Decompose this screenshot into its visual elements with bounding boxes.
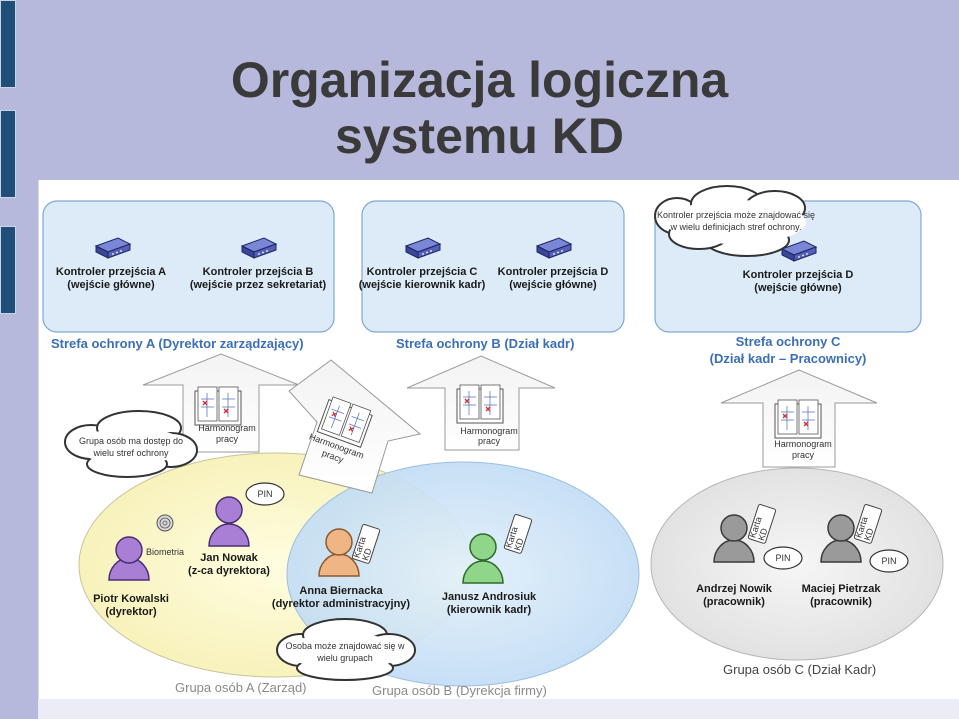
controller-b-desc: (wejście przez sekretariat) <box>190 279 327 291</box>
person-biernacka-icon <box>318 528 360 577</box>
slide-title: Organizacja logiczna systemu KD <box>0 52 959 164</box>
card-label-line2: KD <box>512 536 526 551</box>
controller-c-desc: (wejście kierownik kadr) <box>359 279 486 291</box>
schedule-icon-a <box>194 386 242 426</box>
person-androsiuk-name: Janusz Androsiuk <box>442 591 537 603</box>
slide-title-line2: systemu KD <box>335 108 624 164</box>
controller-b-name: Kontroler przejścia B <box>203 266 314 278</box>
group-b-label: Grupa osób B (Dyrekcja firmy) <box>372 683 547 698</box>
person-pietrzak-icon <box>820 514 862 563</box>
note-group-line1: Grupa osób ma dostęp do <box>79 436 183 446</box>
person-nowak-name: Jan Nowak <box>200 552 258 564</box>
fingerprint-icon <box>156 514 174 532</box>
person-androsiuk-role: (kierownik kadr) <box>447 604 532 616</box>
note-cloud-controller: Kontroler przejścia może znajdować się w… <box>654 185 815 257</box>
group-a-label: Grupa osób A (Zarząd) <box>175 680 307 695</box>
group-c-label: Grupa osób C (Dział Kadr) <box>723 662 876 677</box>
pin-badge-pietrzak: PIN <box>869 549 909 573</box>
pin-badge-nowik: PIN <box>763 546 803 570</box>
side-decoration-bar <box>0 110 16 198</box>
card-biernacka: Karta KD <box>351 523 381 565</box>
schedule-b-line1: Harmonogram <box>460 426 518 436</box>
person-biernacka-name: Anna Biernacka <box>299 585 383 597</box>
slide-title-line1: Organizacja logiczna <box>230 52 729 108</box>
zone-a-box <box>42 200 335 333</box>
person-pietrzak-role: (pracownik) <box>810 596 872 608</box>
pin-label: PIN <box>775 553 790 563</box>
person-pietrzak-name: Maciej Pietrzak <box>802 583 882 595</box>
person-nowik-name: Andrzej Nowik <box>696 583 773 595</box>
controller-d2-name: Kontroler przejścia D <box>743 269 854 281</box>
person-androsiuk-icon <box>462 533 504 584</box>
diagram-canvas: Kontroler przejścia A (wejście główne) K… <box>38 180 959 699</box>
controller-d-desc: (wejście główne) <box>509 279 597 291</box>
schedule-c-line2: pracy <box>792 450 815 460</box>
zone-b-label: Strefa ochrony B (Dział kadr) <box>396 336 574 351</box>
pin-label: PIN <box>881 556 896 566</box>
controller-a-desc: (wejście główne) <box>67 279 155 291</box>
pin-label: PIN <box>257 489 272 499</box>
note-controller-line2: w wielu definicjach stref ochrony. <box>670 222 802 232</box>
controller-d2-desc: (wejście główne) <box>754 282 842 294</box>
side-decoration-bar <box>0 0 16 88</box>
side-decoration-bar <box>0 226 16 314</box>
diagram-svg: Kontroler przejścia A (wejście główne) K… <box>42 185 944 698</box>
note-group-line2: wielu stref ochrony <box>92 448 169 458</box>
person-nowak-icon <box>208 496 250 547</box>
zone-a-label: Strefa ochrony A (Dyrektor zarządzający) <box>51 336 304 351</box>
card-label-line2: KD <box>756 526 770 541</box>
zone-b-box <box>361 200 625 333</box>
card-label-line2: KD <box>360 546 374 561</box>
person-nowik-role: (pracownik) <box>703 596 765 608</box>
card-pietrzak: Karta KD <box>853 503 883 545</box>
controller-a-name: Kontroler przejścia A <box>56 266 166 278</box>
note-person-line1: Osoba może znajdować się w <box>285 641 405 651</box>
schedule-icon-c <box>774 399 822 439</box>
schedule-b-line2: pracy <box>478 436 501 446</box>
person-kowalski-role: (dyrektor) <box>105 606 157 618</box>
person-kowalski-name: Piotr Kowalski <box>93 593 169 605</box>
card-label-line2: KD <box>862 526 876 541</box>
schedule-a-line2: pracy <box>216 434 239 444</box>
controller-d-name: Kontroler przejścia D <box>498 266 609 278</box>
zone-c-label-line2: (Dział kadr – Pracownicy) <box>710 351 867 366</box>
person-nowak-role: (z-ca dyrektora) <box>188 565 270 577</box>
pin-badge-nowak: PIN <box>245 482 285 506</box>
card-nowik: Karta KD <box>747 503 777 545</box>
controller-c-name: Kontroler przejścia C <box>367 266 478 278</box>
schedule-c-line1: Harmonogram <box>774 439 832 449</box>
person-biernacka-role: (dyrektor administracyjny) <box>272 598 410 610</box>
zone-c-label-line1: Strefa ochrony C <box>736 334 841 349</box>
biometrics-label: Biometria <box>146 547 184 557</box>
schedule-icon-b <box>456 384 504 424</box>
card-androsiuk: Karta KD <box>503 513 533 555</box>
person-nowik-icon <box>713 514 755 563</box>
schedule-a-line1: Harmonogram <box>198 423 256 433</box>
note-cloud-person: Osoba może znajdować się w wielu grupach <box>276 618 416 681</box>
person-kowalski-icon <box>108 536 150 581</box>
note-person-line2: wielu grupach <box>316 653 373 663</box>
note-cloud-group: Grupa osób ma dostęp do wielu stref ochr… <box>64 410 198 478</box>
bottom-strip <box>38 699 959 719</box>
note-controller-line1: Kontroler przejścia może znajdować się <box>657 210 815 220</box>
